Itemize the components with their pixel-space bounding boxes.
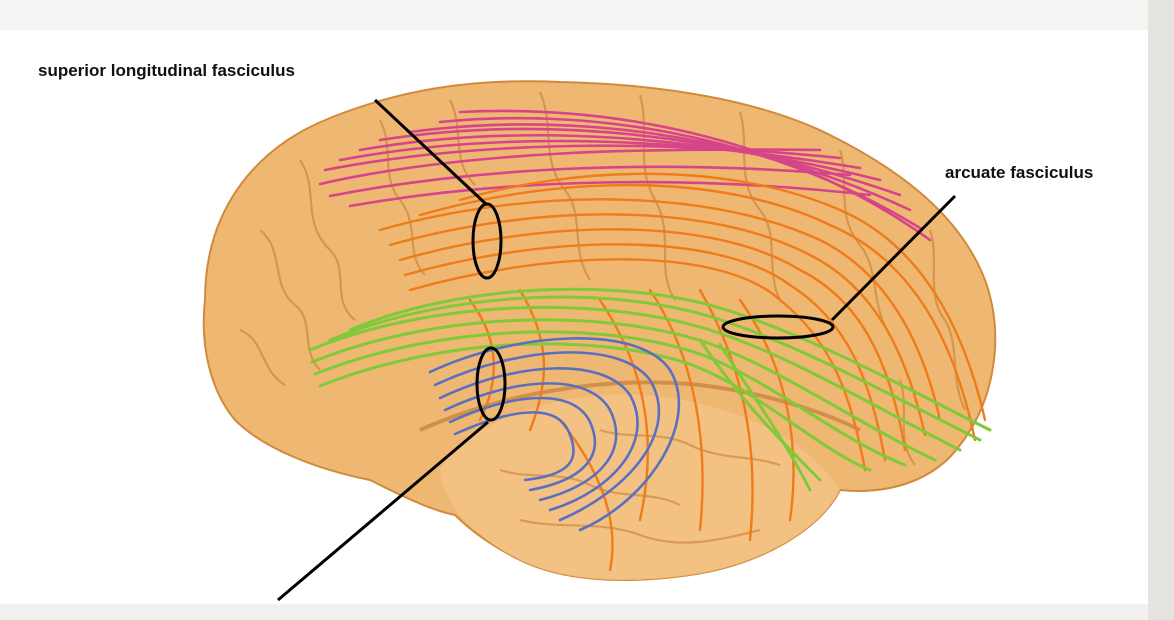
lower-pointer-line: [277, 420, 489, 602]
brain-hemisphere: [202, 80, 997, 581]
slf-tract: [318, 109, 932, 242]
annotation-pointers: [277, 98, 957, 602]
lower-highlight-oval: [475, 346, 507, 422]
green-tract: [308, 287, 992, 492]
arcuate-label: arcuate fasciculus: [945, 163, 1093, 182]
arcuate-highlight-oval: [721, 314, 835, 340]
top-margin: [0, 0, 1148, 30]
arcuate-pointer-line: [830, 194, 957, 322]
blue-tract: [428, 337, 681, 532]
slf-label: superior longitudinal fasciculus: [38, 61, 295, 80]
brain-fiber-diagram: superior longitudinal fasciculus arcuate…: [38, 61, 1093, 602]
bottom-margin: [0, 604, 1148, 620]
slf-highlight-oval: [471, 202, 503, 280]
slf-pointer-line: [373, 98, 489, 207]
right-margin: [1148, 0, 1174, 620]
